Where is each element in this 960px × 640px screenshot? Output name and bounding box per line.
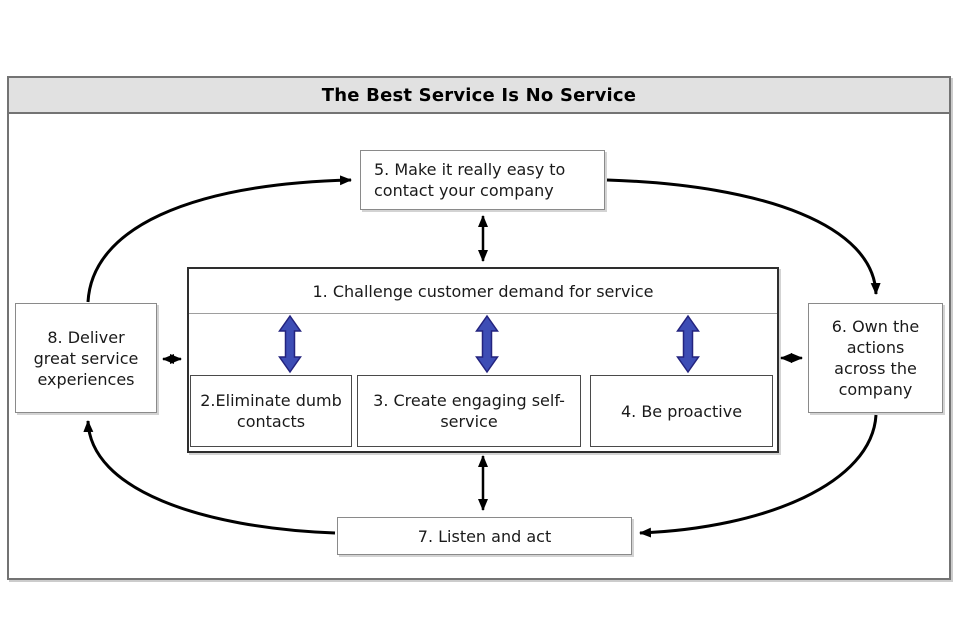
node-8-deliver-great-service: 8. Deliver great service experiences <box>15 303 157 413</box>
node-5-label: 5. Make it really easy to contact your c… <box>374 160 566 200</box>
node-4-label: 4. Be proactive <box>620 401 743 421</box>
node-3-label: 3. Create engaging self-service <box>373 391 565 431</box>
node-6-label: 6. Own the actions across the company <box>831 317 920 399</box>
node-1-label: 1. Challenge customer demand for service <box>312 281 654 301</box>
node-3-create-engaging-self-service: 3. Create engaging self-service <box>357 375 581 447</box>
node-4-be-proactive: 4. Be proactive <box>590 375 773 447</box>
node-7-label: 7. Listen and act <box>417 526 552 546</box>
diagram-title: The Best Service Is No Service <box>321 84 637 106</box>
node-2-label: 2.Eliminate dumb contacts <box>200 391 342 431</box>
central-container: 1. Challenge customer demand for service… <box>187 267 779 453</box>
node-8-label: 8. Deliver great service experiences <box>33 327 139 389</box>
node-7-listen-and-act: 7. Listen and act <box>337 517 632 555</box>
node-6-own-the-actions: 6. Own the actions across the company <box>808 303 943 413</box>
node-5-make-it-easy: 5. Make it really easy to contact your c… <box>360 150 605 210</box>
node-1-challenge-demand: 1. Challenge customer demand for service <box>189 269 777 314</box>
node-2-eliminate-dumb-contacts: 2.Eliminate dumb contacts <box>190 375 352 447</box>
diagram-title-bar: The Best Service Is No Service <box>9 78 949 114</box>
